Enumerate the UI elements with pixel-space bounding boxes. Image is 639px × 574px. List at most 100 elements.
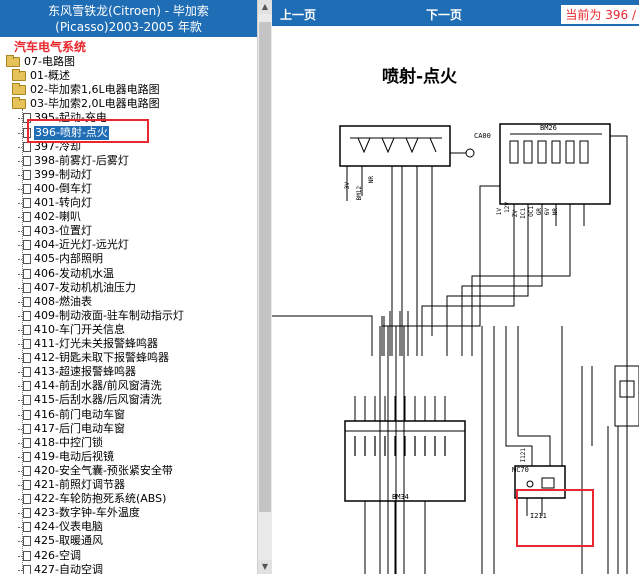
selection-highlight-box xyxy=(27,119,149,143)
document-icon xyxy=(18,493,31,505)
tree-folder-item[interactable]: 03-毕加索2,0L电器电路图 xyxy=(0,97,257,111)
tree-doc-item[interactable]: 419-电动后视镜 xyxy=(0,450,257,464)
tree-doc-item[interactable]: 407-发动机机油压力 xyxy=(0,281,257,295)
folder-icon xyxy=(6,55,20,67)
document-icon xyxy=(18,253,31,265)
component-highlight-box xyxy=(516,489,594,547)
tree-doc-item[interactable]: 400-倒车灯 xyxy=(0,182,257,196)
tree-item-label: 412-钥匙未取下报警蜂鸣器 xyxy=(34,351,169,365)
tree-doc-item[interactable]: 411-灯光未关报警蜂鸣器 xyxy=(0,337,257,351)
document-icon xyxy=(18,268,31,280)
tree-pane: 东风雪铁龙(Citroen) - 毕加索 (Picasso)2003-2005 … xyxy=(0,0,257,574)
page-indicator: 当前为 396 / xyxy=(561,5,639,24)
document-icon xyxy=(18,310,31,322)
tree-doc-item[interactable]: 420-安全气囊-预张紧安全带 xyxy=(0,464,257,478)
tree-doc-item[interactable]: 402-喇叭 xyxy=(0,210,257,224)
tree-doc-item[interactable]: 399-制动灯 xyxy=(0,168,257,182)
book-title-line2: (Picasso)2003-2005 年款 xyxy=(55,20,202,34)
tree-item-label: 405-内部照明 xyxy=(34,252,103,266)
tree-doc-item[interactable]: 412-钥匙未取下报警蜂鸣器 xyxy=(0,351,257,365)
tree-item-label: 416-前门电动车窗 xyxy=(34,407,125,421)
document-icon xyxy=(18,521,31,533)
tree-item-label: 402-喇叭 xyxy=(34,210,81,224)
document-icon xyxy=(18,507,31,519)
scroll-up-arrow-icon[interactable]: ▲ xyxy=(258,0,272,14)
tree-item-label: 419-电动后视镜 xyxy=(34,449,114,463)
document-icon xyxy=(18,338,31,350)
tree-guide-line xyxy=(22,109,23,571)
scroll-down-arrow-icon[interactable]: ▼ xyxy=(258,560,272,574)
book-title-line1: 东风雪铁龙(Citroen) - 毕加索 xyxy=(48,4,209,18)
document-icon xyxy=(18,197,31,209)
tree-doc-item[interactable]: 421-前照灯调节器 xyxy=(0,478,257,492)
tree-doc-item[interactable]: 418-中控门锁 xyxy=(0,436,257,450)
tree-doc-item[interactable]: 405-内部照明 xyxy=(0,252,257,266)
tree-item-label: 410-车门开关信息 xyxy=(34,322,125,336)
label-wire-2: 12V xyxy=(504,202,511,213)
tree-folder-item[interactable]: 02-毕加索1,6L电器电路图 xyxy=(0,83,257,97)
tree-item-label: 426-空调 xyxy=(34,548,81,562)
tree-item-label: 407-发动机机油压力 xyxy=(34,280,136,294)
book-title: 东风雪铁龙(Citroen) - 毕加索 (Picasso)2003-2005 … xyxy=(0,0,257,37)
document-icon xyxy=(18,394,31,406)
document-icon xyxy=(18,296,31,308)
tree-doc-item[interactable]: 398-前雾灯-后雾灯 xyxy=(0,154,257,168)
document-icon xyxy=(18,352,31,364)
tree-folder-item[interactable]: 07-电路图 xyxy=(0,55,257,69)
tree-doc-item[interactable]: 425-取暖通风 xyxy=(0,534,257,548)
tree-item-label: 422-车轮防抱死系统(ABS) xyxy=(34,492,167,506)
prev-page-link[interactable]: 上一页 xyxy=(280,8,317,22)
tree-doc-item[interactable]: 408-燃油表 xyxy=(0,295,257,309)
label-3v: 3V xyxy=(344,182,351,190)
tree-doc-item[interactable]: 414-前刮水器/前风窗清洗 xyxy=(0,379,257,393)
tree-item-label: 413-超速报警蜂鸣器 xyxy=(34,365,136,379)
document-icon xyxy=(18,564,31,574)
label-wire-3: ZV xyxy=(512,210,519,218)
document-icon xyxy=(18,409,31,421)
tree-item-label: 424-仪表电脑 xyxy=(34,520,103,534)
folder-icon xyxy=(12,69,26,82)
tree-folder-item[interactable]: 01-概述 xyxy=(0,69,257,83)
document-icon xyxy=(18,366,31,378)
label-wire-8: NR xyxy=(552,208,559,216)
tree-item-label: 07-电路图 xyxy=(24,55,75,68)
tree-doc-item[interactable]: 403-位置灯 xyxy=(0,224,257,238)
tree-doc-item[interactable]: 423-数字钟-车外温度 xyxy=(0,506,257,520)
tree-doc-item[interactable]: 424-仪表电脑 xyxy=(0,520,257,534)
tree-doc-item[interactable]: 401-转向灯 xyxy=(0,196,257,210)
diagram-viewer: 上一页 下一页 当前为 396 / xyxy=(272,0,639,574)
tree-doc-item[interactable]: 427-自动空调 xyxy=(0,563,257,574)
tree-doc-item[interactable]: 422-车轮防抱死系统(ABS) xyxy=(0,492,257,506)
label-wire-4: IC1 xyxy=(520,208,527,219)
document-icon xyxy=(18,465,31,477)
tree-item-label: 418-中控门锁 xyxy=(34,435,103,449)
wiring-diagram xyxy=(272,123,639,574)
document-icon xyxy=(18,282,31,294)
tree-doc-item[interactable]: 426-空调 xyxy=(0,549,257,563)
tree-doc-item[interactable]: 415-后刮水器/后风窗清洗 xyxy=(0,393,257,407)
tree-doc-item[interactable]: 413-超速报警蜂鸣器 xyxy=(0,365,257,379)
diagram-title: 喷射-点火 xyxy=(382,67,458,87)
tree-doc-item[interactable]: 416-前门电动车窗 xyxy=(0,408,257,422)
document-icon xyxy=(18,169,31,181)
tree-doc-item[interactable]: 406-发动机水温 xyxy=(0,267,257,281)
tree-item-label: 01-概述 xyxy=(30,69,70,83)
scroll-thumb[interactable] xyxy=(259,22,271,512)
label-wire-1: 1V xyxy=(496,208,503,216)
tree-doc-item[interactable]: 417-后门电动车窗 xyxy=(0,422,257,436)
tree-item-label: 417-后门电动车窗 xyxy=(34,421,125,435)
section-title[interactable]: 汽车电气系统 xyxy=(14,40,87,54)
tree-scrollbar[interactable]: ▲ ▼ xyxy=(257,0,272,574)
next-page-link[interactable]: 下一页 xyxy=(426,8,463,22)
tree-item-label: 411-灯光未关报警蜂鸣器 xyxy=(34,337,158,350)
tree-doc-item[interactable]: 410-车门开关信息 xyxy=(0,323,257,337)
tree-doc-item[interactable]: 409-制动液面-驻车制动指示灯 xyxy=(0,309,257,323)
label-nr: NR xyxy=(368,176,375,184)
document-icon xyxy=(18,479,31,491)
document-icon xyxy=(18,423,31,435)
tree-item-label: 415-后刮水器/后风窗清洗 xyxy=(34,393,162,407)
tree-item-label: 408-燃油表 xyxy=(34,294,92,308)
tree-item-label: 406-发动机水温 xyxy=(34,266,114,280)
document-icon xyxy=(18,239,31,251)
tree-doc-item[interactable]: 404-近光灯-远光灯 xyxy=(0,238,257,252)
